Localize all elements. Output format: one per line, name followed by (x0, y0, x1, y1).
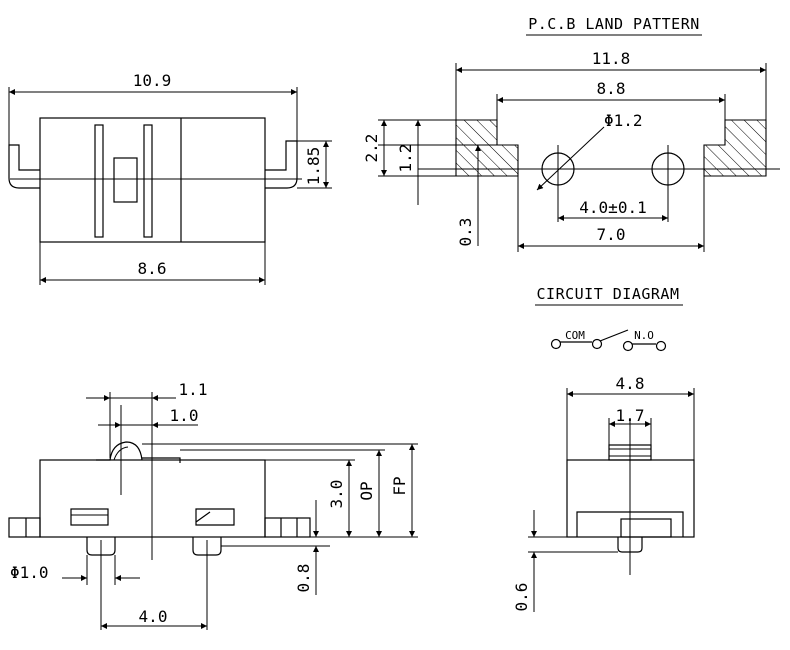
title-circuit-diagram: CIRCUIT DIAGRAM (537, 285, 680, 303)
circuit-diagram: CIRCUIT DIAGRAM COM N.O (535, 285, 683, 352)
top-view-terminal-left (8, 144, 40, 189)
front-view-lever (142, 457, 181, 463)
top-view-slot-left (94, 124, 104, 238)
pcb-hole-leader (536, 126, 605, 191)
dim-top-terminal-height-label: 1.85 (304, 147, 323, 186)
front-view: 1.1 1.0 Φ1.0 4.0 0.8 3.0 OP FP (8, 380, 418, 630)
dim-pcb-pad-gap-label: 7.0 (597, 225, 626, 244)
dim-front-body-height-label: 3.0 (327, 480, 346, 509)
circuit-terminal-no-1 (622, 340, 634, 352)
front-view-actuator (96, 441, 143, 461)
pcb-hole-diameter-label: Φ1.2 (604, 111, 643, 130)
dim-pcb-hole-spacing-label: 4.0±0.1 (579, 198, 646, 217)
front-view-tab-right (264, 517, 311, 538)
circuit-terminal-no-2 (655, 340, 667, 352)
front-view-tab-left (8, 517, 41, 538)
dim-front-pin-spacing-label: 4.0 (139, 607, 168, 626)
dim-front-pin-diameter-label: Φ1.0 (10, 563, 49, 582)
dim-top-overall-width-label: 10.9 (133, 71, 172, 90)
dim-front-free-position-label: FP (390, 476, 409, 495)
top-view-slot-right (143, 124, 153, 238)
pcb-land-pattern: P.C.B LAND PATTERN Φ1.2 11.8 8.8 4.0±0.1… (362, 15, 780, 252)
circuit-switch-lever (599, 329, 629, 342)
pcb-pad-left (455, 119, 519, 177)
circuit-no-label: N.O (634, 329, 654, 342)
dim-front-actuator-width-2-label: 1.0 (170, 406, 199, 425)
dim-top-body-width-label: 8.6 (138, 259, 167, 278)
top-view-terminal-right (265, 140, 298, 189)
dim-pcb-inner-width-label: 8.8 (597, 79, 626, 98)
dim-side-pin-length-label: 0.6 (512, 583, 531, 612)
dim-pcb-pad-step-label: 1.2 (396, 144, 415, 173)
dim-front-actuator-width-1-label: 1.1 (179, 380, 208, 399)
top-view-actuator (113, 157, 138, 203)
top-view: 10.9 8.6 1.85 (8, 71, 332, 285)
dim-pcb-overall-width-label: 11.8 (592, 49, 631, 68)
dim-front-pin-length-label: 0.8 (294, 564, 313, 593)
title-pcb-land-pattern: P.C.B LAND PATTERN (528, 15, 700, 33)
dim-side-overall-width-label: 4.8 (616, 374, 645, 393)
circuit-com-label: COM (565, 329, 585, 342)
dim-pcb-pad-offset-label: 0.3 (456, 218, 475, 247)
dim-pcb-pad-height-label: 2.2 (362, 134, 381, 163)
dim-front-operating-position-label: OP (357, 481, 376, 500)
dim-side-actuator-width-label: 1.7 (616, 406, 645, 425)
circuit-terminal-com (550, 338, 562, 350)
pcb-pad-right (703, 119, 767, 177)
side-view-pin-window (620, 518, 672, 538)
side-view: 4.8 1.7 0.6 (512, 374, 695, 612)
circuit-terminal-common-pivot (591, 338, 603, 350)
front-view-window-right (195, 508, 235, 526)
front-view-window-left (70, 508, 109, 526)
